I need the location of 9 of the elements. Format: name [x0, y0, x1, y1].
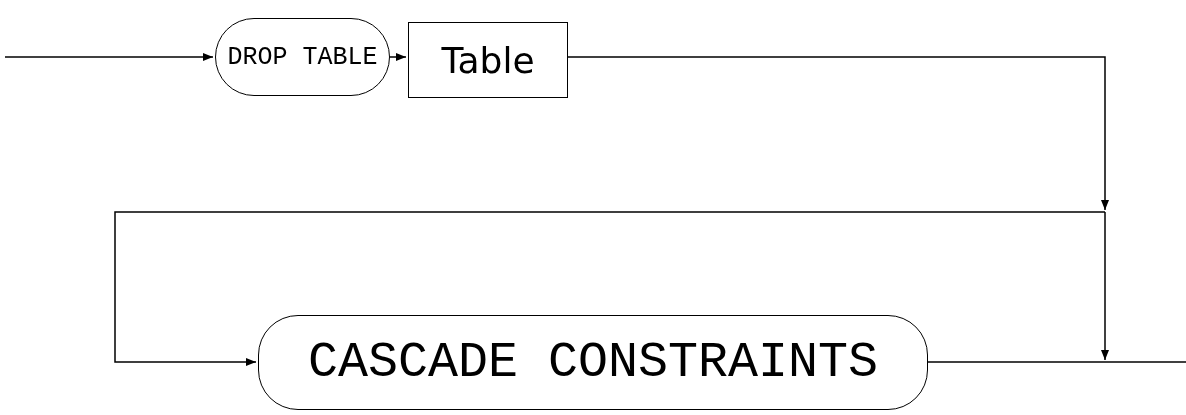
line — [927, 361, 1186, 363]
keyword-box: DROP TABLE — [215, 18, 390, 96]
arrow — [567, 56, 1109, 211]
keyword-box: CASCADE CONSTRAINTS — [258, 315, 928, 410]
nonterminal-box: Table — [408, 22, 568, 98]
arrow — [389, 53, 407, 61]
arrow — [114, 211, 1106, 366]
arrow — [4, 53, 214, 61]
arrow — [1101, 211, 1109, 361]
